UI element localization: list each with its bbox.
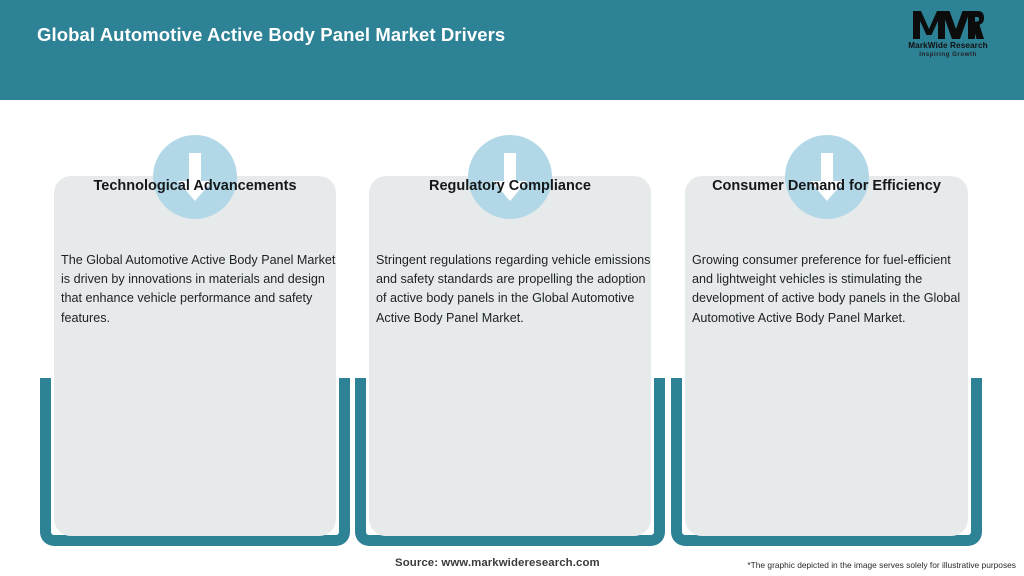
card-panel xyxy=(369,176,651,536)
drivers-card-group: Technological Advancements The Global Au… xyxy=(0,100,1024,546)
card-accent-frame xyxy=(40,378,350,546)
logo-monogram-icon xyxy=(894,10,1002,40)
driver-card-1[interactable]: Technological Advancements The Global Au… xyxy=(40,100,350,546)
logo-company-name: MarkWide Research xyxy=(908,41,988,50)
card-accent-frame xyxy=(671,378,982,546)
card-title: Technological Advancements xyxy=(93,178,297,194)
source-label: Source: www.markwideresearch.com xyxy=(395,557,600,569)
driver-card-2[interactable]: Regulatory Compliance Stringent regulati… xyxy=(355,100,665,546)
card-panel xyxy=(54,176,336,536)
card-accent-frame xyxy=(355,378,665,546)
disclaimer-note: *The graphic depicted in the image serve… xyxy=(747,560,1016,570)
page-title: Global Automotive Active Body Panel Mark… xyxy=(37,24,506,45)
card-panel xyxy=(685,176,968,536)
card-body-text: Stringent regulations regarding vehicle … xyxy=(376,253,651,325)
arrow-down-icon xyxy=(784,135,869,219)
logo-tagline: Inspiring Growth xyxy=(919,51,977,58)
brand-logo: MarkWide Research Inspiring Growth xyxy=(894,10,1002,66)
card-body-text: The Global Automotive Active Body Panel … xyxy=(61,253,336,325)
card-body-text: Growing consumer preference for fuel-eff… xyxy=(692,253,961,325)
card-title: Consumer Demand for Efficiency xyxy=(712,178,941,194)
header-bar: Global Automotive Active Body Panel Mark… xyxy=(0,0,1024,100)
driver-card-3[interactable]: Consumer Demand for Efficiency Growing c… xyxy=(671,100,982,546)
card-title: Regulatory Compliance xyxy=(429,178,591,194)
arrow-down-icon xyxy=(153,135,237,219)
arrow-down-icon xyxy=(468,135,552,219)
